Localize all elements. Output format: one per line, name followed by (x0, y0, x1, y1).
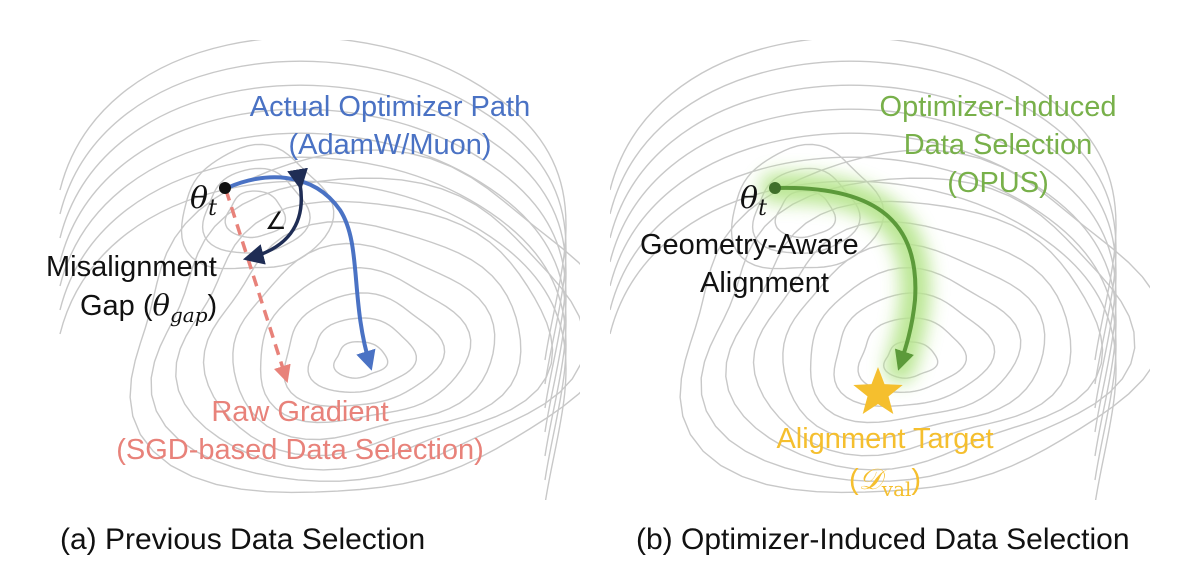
contour-line (700, 177, 1136, 482)
contour-line (59, 40, 567, 361)
caption-panel-a: (a) Previous Data Selection (60, 523, 426, 556)
angle-mark: ∠ (265, 208, 287, 235)
geometry-aware-label-line1: Geometry-Aware (640, 229, 859, 261)
contour-line (679, 149, 1150, 494)
alignment-target-label-line1: Alignment Target (776, 423, 994, 455)
misalignment-label-line2: Gap (θgap) (80, 288, 218, 327)
raw-gradient-label-line1: Raw Gradient (211, 396, 389, 428)
theta-t-label-b: θt (740, 181, 767, 221)
contour-line (730, 143, 885, 270)
contour-line (610, 40, 1117, 361)
contour-line (59, 156, 567, 481)
misalignment-label-line1: Misalignment (46, 251, 217, 283)
contour-line (857, 317, 967, 394)
geometry-aware-label-line2: Alignment (700, 267, 829, 299)
contour-line (59, 108, 567, 433)
contour-line (610, 60, 1117, 385)
contour-line (610, 180, 1117, 500)
actual-path-label-line2: (AdamW/Muon) (288, 129, 492, 161)
contour-line (782, 242, 1046, 441)
contour-line (725, 200, 1104, 471)
contour-line (307, 317, 417, 394)
contour-line (610, 84, 1117, 409)
contour-line (129, 149, 580, 494)
contour-line (610, 108, 1117, 433)
alignment-target-star (853, 367, 903, 414)
raw-gradient-label-line2: (SGD-based Data Selection) (116, 434, 484, 466)
contour-line (259, 266, 472, 424)
theta-t-point-b (769, 182, 781, 194)
contour-line (59, 60, 567, 385)
contour-line (610, 156, 1117, 481)
raw-gradient-arrow (224, 189, 291, 384)
contour-line (59, 180, 567, 500)
contour-line (751, 167, 861, 254)
contour-line (283, 292, 446, 408)
contour-line (232, 242, 496, 441)
contour-line (752, 220, 1072, 457)
opus-label-line2: Data Selection (903, 129, 1093, 161)
contour-line (809, 266, 1022, 424)
contour-lines-panel-b (610, 40, 1150, 500)
contour-line (332, 340, 389, 379)
caption-panel-b: (b) Optimizer-Induced Data Selection (636, 523, 1130, 556)
alignment-target-label-line2: (𝒟val) (848, 462, 922, 501)
contour-line (202, 220, 522, 457)
contour-line (175, 200, 554, 471)
actual-path-label-line1: Actual Optimizer Path (249, 91, 531, 123)
contour-line (59, 84, 567, 409)
contour-lines-panel-a (59, 40, 580, 500)
contour-line (150, 177, 580, 482)
contour-line (610, 132, 1117, 457)
contour-line (59, 132, 567, 457)
opus-label-line1: Optimizer-Induced (879, 91, 1117, 123)
contour-line (882, 340, 939, 379)
opus-label-line3: (OPUS) (947, 167, 1049, 199)
misalignment-gap-arrow (242, 167, 308, 265)
theta-t-label-a: θt (190, 181, 217, 221)
opus-path-arrow (774, 185, 918, 371)
contour-line (833, 292, 996, 408)
theta-t-point-a (219, 182, 231, 194)
